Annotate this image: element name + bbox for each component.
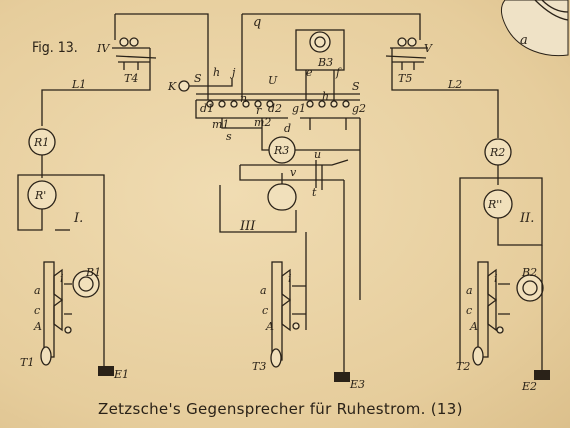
label-i2: i: [494, 272, 498, 285]
label-r-dprime: R'': [487, 198, 502, 211]
label-v: V: [424, 42, 433, 55]
label-b1: B1: [85, 266, 101, 279]
station-ii: [459, 138, 550, 380]
label-station-iii: III: [239, 219, 256, 234]
label-t3: T3: [252, 360, 266, 373]
label-t5: T5: [398, 72, 412, 85]
label-t2: T2: [456, 360, 470, 373]
label-r3: R3: [273, 144, 289, 157]
key-v: [385, 37, 428, 70]
label-a3: a: [260, 284, 267, 297]
label-c3: c: [262, 304, 268, 317]
label-n: n: [240, 92, 247, 105]
label-g1: g1: [292, 102, 306, 115]
label-t1: T1: [20, 356, 34, 369]
figure-number: Fig. 13.: [32, 40, 78, 56]
label-e: e: [306, 66, 313, 79]
label-d2: d2: [268, 102, 282, 115]
label-i3: i: [288, 272, 292, 285]
label-s: s: [226, 130, 232, 143]
station-i: [17, 128, 114, 376]
label-j: j: [229, 66, 236, 79]
label-h-b: h: [322, 90, 329, 103]
label-h: h: [213, 66, 220, 79]
label-iv: IV: [96, 42, 110, 55]
label-d1: d1: [200, 102, 214, 115]
label-u: U: [268, 74, 278, 87]
label-e3: E3: [349, 378, 365, 391]
label-t4: T4: [124, 72, 138, 85]
label-corner-a: a: [520, 33, 528, 48]
label-c1: c: [34, 304, 40, 317]
switchboard: [178, 14, 360, 130]
label-q: q: [253, 15, 261, 30]
label-t: t: [312, 186, 317, 199]
label-a1: a: [34, 284, 41, 297]
label-c2: c: [466, 304, 472, 317]
label-k: K: [167, 80, 177, 93]
label-m2: m2: [254, 116, 271, 129]
figure-caption: Zetzsche's Gegensprecher für Ruhestrom. …: [98, 400, 463, 418]
label-e2: E2: [521, 380, 537, 393]
label-l2: L2: [447, 78, 462, 91]
label-u-small: u: [314, 148, 321, 161]
label-r2: R2: [489, 146, 505, 159]
label-d: d: [284, 122, 291, 135]
label-l1: L1: [71, 78, 86, 91]
key-iv: [112, 37, 157, 70]
corner-ornament: [501, 0, 569, 57]
label-g2: g2: [352, 102, 366, 115]
label-s-top: S: [194, 72, 202, 85]
label-r-prime: R': [34, 189, 46, 202]
label-station-i: I.: [73, 211, 83, 226]
label-s-right: S: [352, 80, 360, 93]
label-e1: E1: [113, 368, 129, 381]
label-v-small: v: [290, 166, 297, 179]
station-iii: [270, 232, 350, 382]
label-m1: m1: [212, 118, 229, 131]
label-a1-cap: A: [33, 320, 42, 333]
label-a2: a: [466, 284, 473, 297]
label-b3: B3: [317, 56, 333, 69]
label-a3-cap: A: [265, 320, 274, 333]
label-i1: i: [60, 272, 64, 285]
label-b2: B2: [521, 266, 537, 279]
label-r: r: [256, 104, 262, 117]
label-station-ii: II.: [519, 211, 534, 226]
label-r1: R1: [33, 136, 49, 149]
label-a2-cap: A: [469, 320, 478, 333]
label-f: f: [335, 66, 342, 79]
